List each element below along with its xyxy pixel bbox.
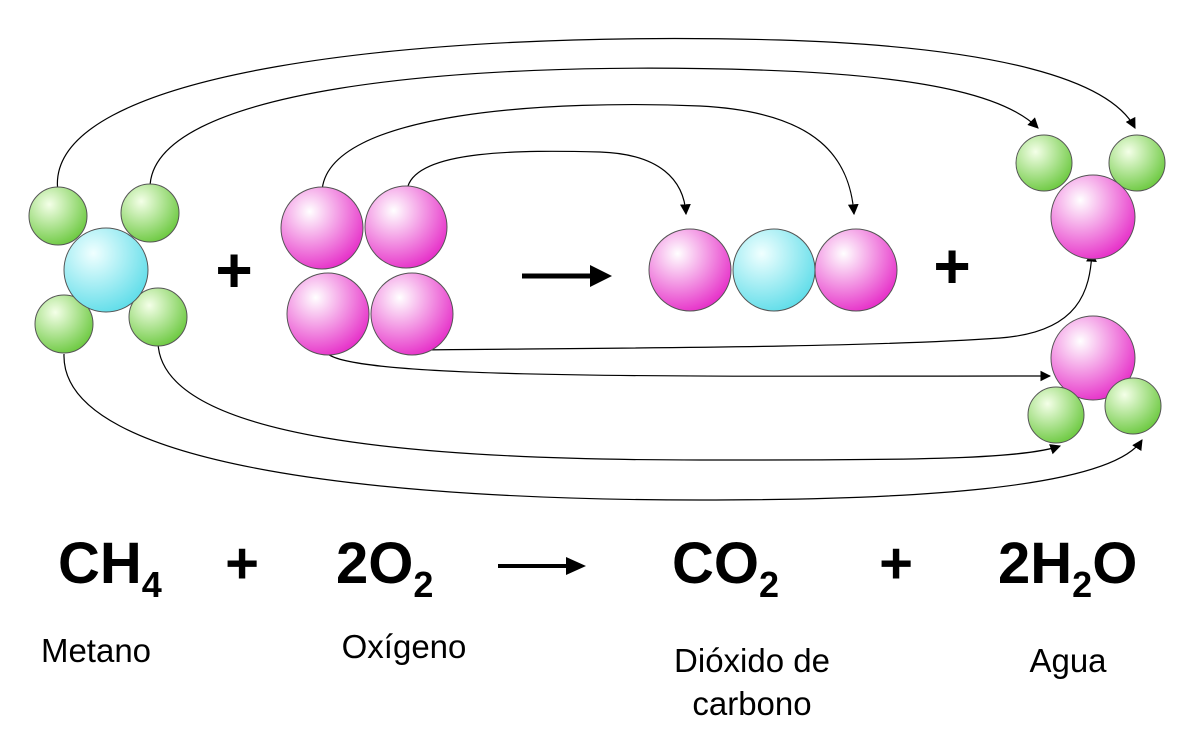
arc-o-top-inner-to-co2 [407, 150, 691, 216]
arc-h-bottom-left-to-water2 [63, 353, 1143, 501]
water-molecule-1 [1015, 134, 1166, 260]
oxygen-atom [280, 186, 364, 270]
co2-formula: CO2 [672, 531, 779, 605]
carbon-atom [63, 227, 149, 313]
hydrogen-atom [1104, 377, 1162, 435]
oxygen-formula: 2O2 [336, 531, 433, 605]
oxygen-name: Oxígeno [342, 628, 467, 665]
chemical-equation: CH4 + 2O2 CO2 + 2H2O [58, 531, 1137, 605]
plus-sign-molecules-1: + [215, 234, 252, 306]
hydrogen-atom [128, 287, 188, 347]
hydrogen-atom [28, 186, 88, 246]
arc-h-top-left-to-water1 [56, 37, 1136, 193]
carbon-atom [732, 228, 816, 312]
co2-name-line2: carbono [692, 685, 811, 722]
water-molecule-2 [1027, 315, 1162, 444]
reaction-arcs [56, 37, 1143, 501]
arc-o-bottom-to-water1 [411, 250, 1097, 351]
oxygen-atom [370, 272, 454, 356]
co2-name-line1: Dióxido de [674, 642, 830, 679]
reaction-arrow-equation [498, 557, 586, 575]
plus-sign-equation-1: + [225, 531, 259, 596]
hydrogen-atom [34, 294, 94, 354]
arc-o-bottom-to-water2 [327, 353, 1052, 382]
arc-h-bottom-right-to-water2 [157, 341, 1062, 461]
arc-o-top-to-co2 [321, 103, 859, 216]
oxygen-atom [648, 228, 732, 312]
co2-molecule [648, 228, 898, 312]
plus-sign-equation-2: + [879, 531, 913, 596]
plus-sign-molecules-2: + [933, 230, 970, 302]
hydrogen-atom [120, 183, 180, 243]
oxygen-atom [286, 272, 370, 356]
oxygen-atom [1050, 315, 1136, 401]
water-name: Agua [1029, 642, 1107, 679]
arc-h-top-right-to-water1 [149, 67, 1039, 189]
hydrogen-atom [1015, 134, 1073, 192]
methane-molecule [28, 183, 188, 354]
hydrogen-atom [1027, 386, 1085, 444]
compound-names: Metano Oxígeno Dióxido de carbono Agua [41, 628, 1107, 722]
reaction-arrow-molecules [522, 265, 612, 287]
oxygen-molecules [280, 185, 454, 356]
oxygen-atom [1050, 174, 1136, 260]
water-formula: 2H2O [998, 531, 1137, 605]
oxygen-atom [814, 228, 898, 312]
methane-formula: CH4 [58, 531, 162, 605]
hydrogen-atom [1108, 134, 1166, 192]
oxygen-atom [364, 185, 448, 269]
methane-name: Metano [41, 632, 151, 669]
